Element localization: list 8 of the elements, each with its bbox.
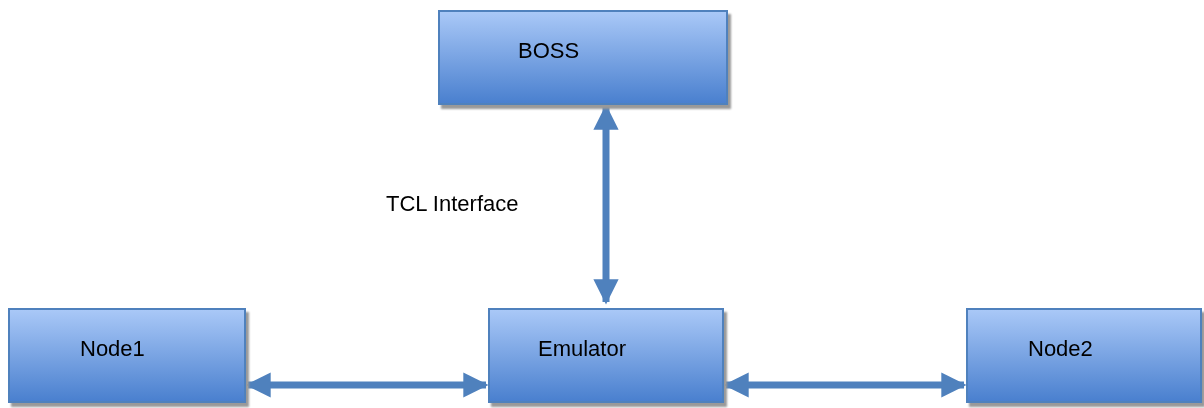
node-label: Node1: [80, 336, 145, 362]
process-box: [966, 308, 1202, 403]
process-box: [438, 10, 728, 105]
process-box: [8, 308, 246, 403]
node-label: BOSS: [518, 38, 580, 64]
node-label: Node2: [1028, 336, 1093, 362]
process-box: [488, 308, 724, 403]
node-label: Emulator: [538, 336, 627, 362]
